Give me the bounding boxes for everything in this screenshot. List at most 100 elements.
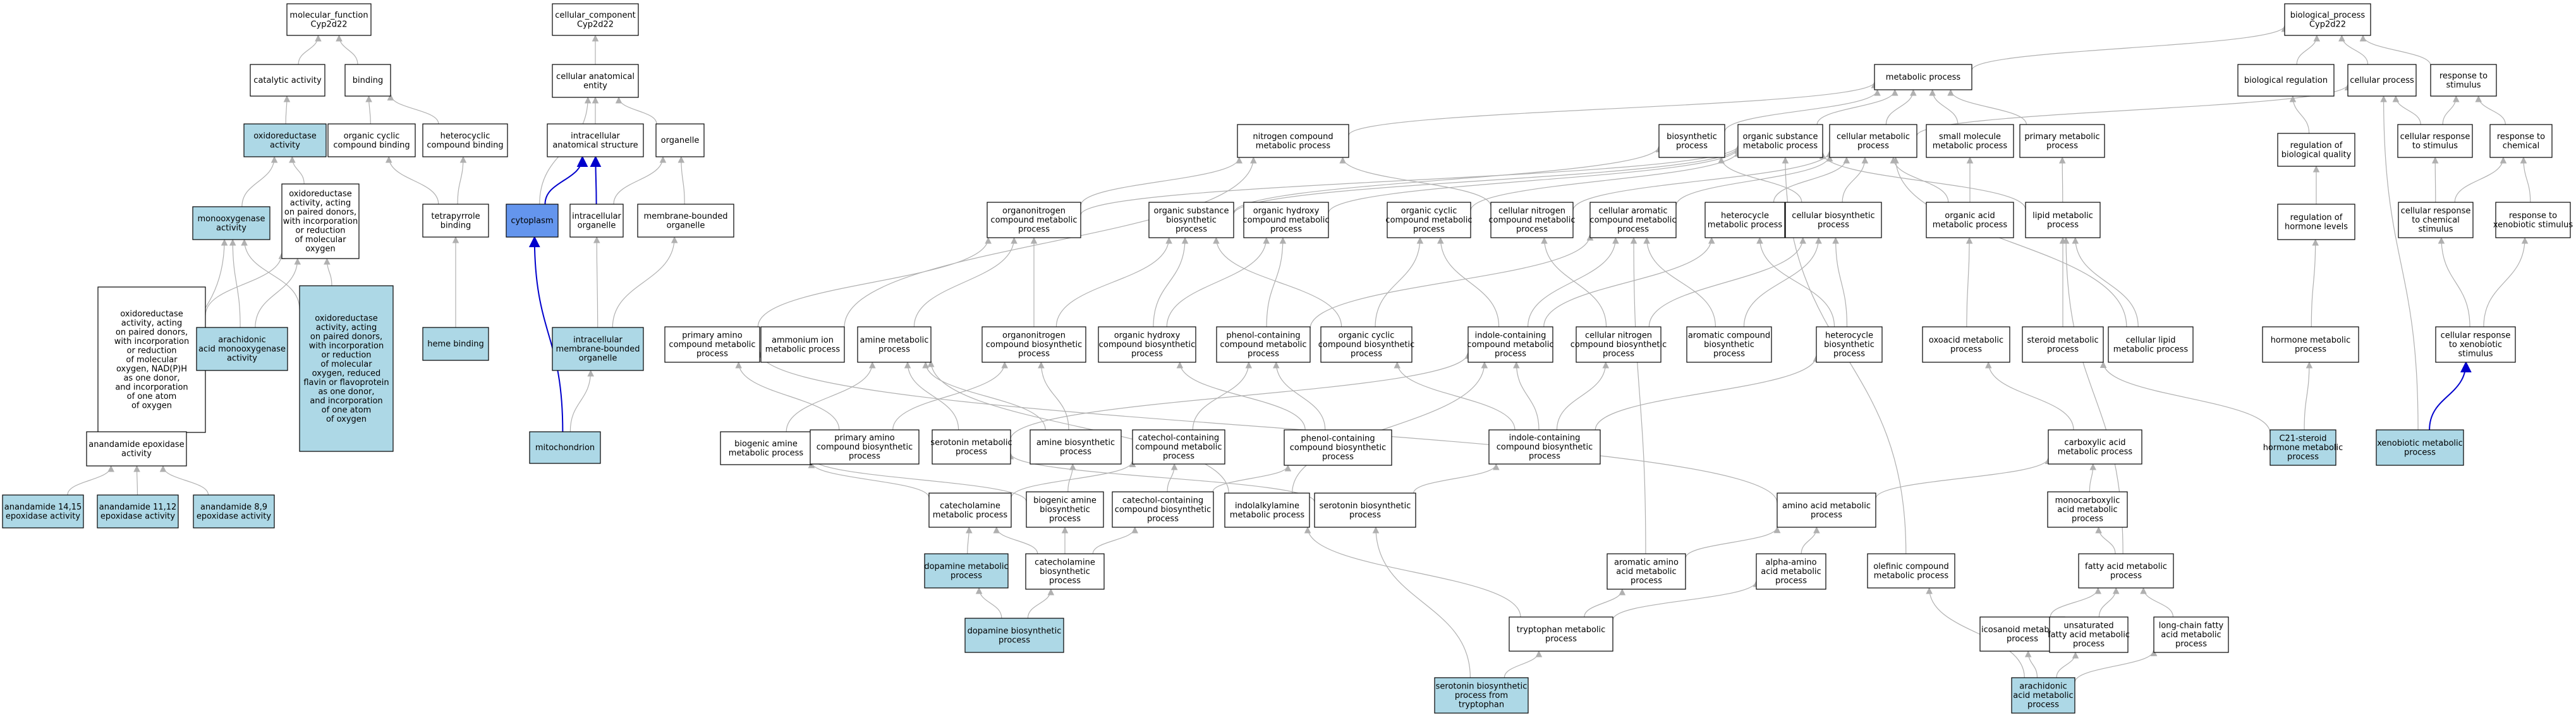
go-term-node-bind[interactable]: binding bbox=[344, 64, 391, 97]
node-box bbox=[86, 431, 187, 467]
go-term-node-cat[interactable]: catalytic activity bbox=[250, 64, 325, 97]
go-term-node-mito[interactable]: mitochondrion bbox=[529, 431, 601, 464]
go-term-node-cytoplasm[interactable]: cytoplasm bbox=[506, 204, 559, 238]
go-term-node-cellproc[interactable]: cellular process bbox=[2347, 64, 2417, 97]
go-term-node-metab[interactable]: metabolic process bbox=[1874, 64, 1972, 90]
go-term-node-heme[interactable]: heme binding bbox=[422, 327, 489, 361]
go-term-node-bioreg[interactable]: biological regulation bbox=[2237, 64, 2335, 97]
go-term-node-organelle[interactable]: organelle bbox=[655, 123, 705, 157]
node-label-line: acid metabolic bbox=[1616, 567, 1676, 577]
